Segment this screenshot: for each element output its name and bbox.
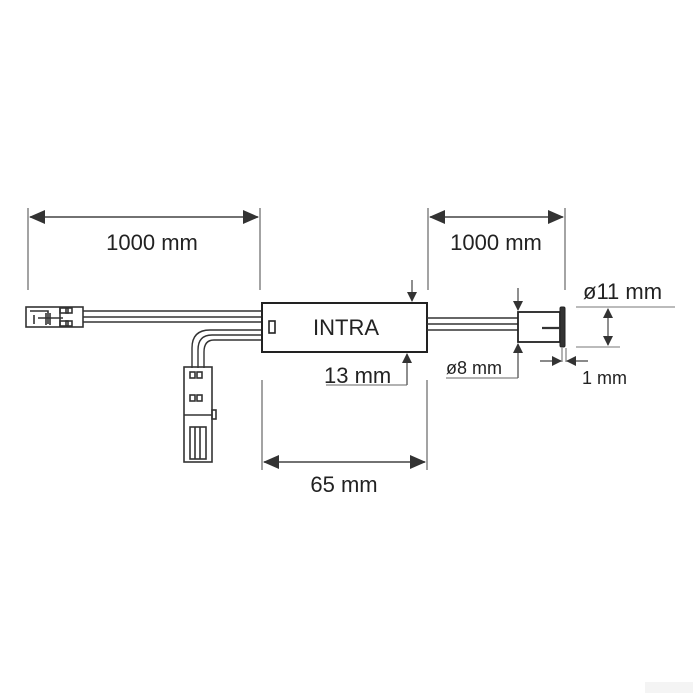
device-label: INTRA [313,315,379,340]
sensor-flange-diameter-label: ø11 mm [583,279,662,304]
left-cable [83,310,263,323]
intra-control-module: INTRA [261,302,428,353]
led-indicator-icon [268,320,276,334]
left-cable-dimension: 1000 mm [27,208,261,290]
left-plug-connector [25,306,84,328]
module-height-label: 13 mm [324,363,391,388]
angled-socket-connector [183,366,217,463]
sensor-body-diameter-dimension: ø8 mm [446,288,523,379]
right-cable [427,317,518,331]
module-height-dimension: 13 mm [324,280,417,388]
sensor-flange-diameter-dimension: ø11 mm [576,279,675,348]
angled-cable [191,329,263,368]
watermark [645,682,693,693]
left-cable-length-label: 1000 mm [106,230,198,255]
right-cable-dimension: 1000 mm [427,208,566,290]
push-sensor [517,306,566,348]
right-cable-length-label: 1000 mm [450,230,542,255]
flange-thickness-dimension: 1 mm [540,348,627,388]
module-length-dimension: 65 mm [261,380,428,497]
module-length-label: 65 mm [310,472,377,497]
sensor-body-diameter-label: ø8 mm [446,358,502,378]
flange-thickness-label: 1 mm [582,368,627,388]
